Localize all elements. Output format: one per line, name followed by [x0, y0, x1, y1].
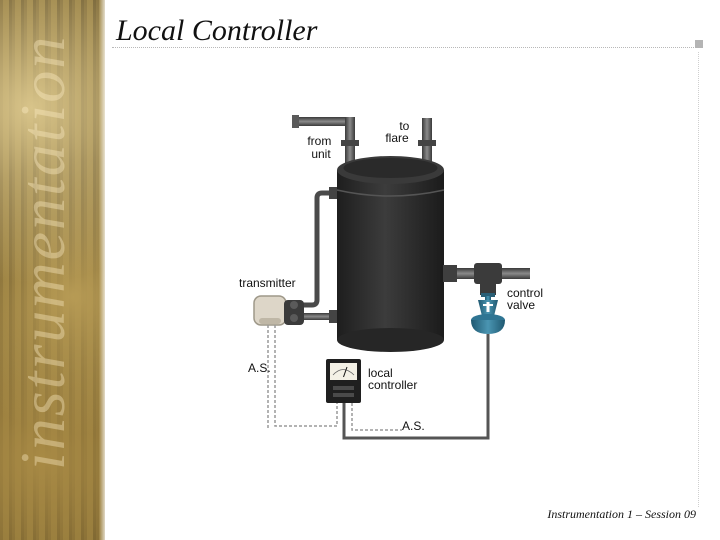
label-from-unit: from unit [307, 134, 334, 161]
right-divider [698, 52, 699, 507]
vessel-icon [336, 156, 445, 352]
controller-gauge-icon [326, 359, 361, 403]
upper-impulse-line [302, 187, 337, 308]
label-air-supply-bottom: A.S. [402, 419, 425, 433]
label-transmitter: transmitter [239, 276, 296, 290]
controller-output-signal [342, 334, 490, 440]
flare-pipe [418, 118, 436, 165]
label-to-flare: to flare [385, 119, 412, 145]
slide-title: Local Controller [116, 14, 318, 47]
control-valve-icon [471, 293, 505, 334]
label-air-supply-left: A.S. [248, 361, 271, 375]
label-control-valve: control valve [507, 286, 546, 312]
slide-footer: Instrumentation 1 – Session 09 [547, 507, 696, 521]
corner-marker [695, 40, 703, 48]
outlet-pipe [443, 263, 530, 295]
sidebar-decoration: instrumentation [0, 0, 105, 540]
title-divider [112, 47, 694, 48]
label-local-controller: local controller [368, 366, 417, 392]
inlet-pipe [292, 115, 359, 165]
transmitter-icon [253, 295, 304, 326]
lower-impulse-line [300, 310, 337, 323]
air-supply-lines [267, 325, 402, 431]
